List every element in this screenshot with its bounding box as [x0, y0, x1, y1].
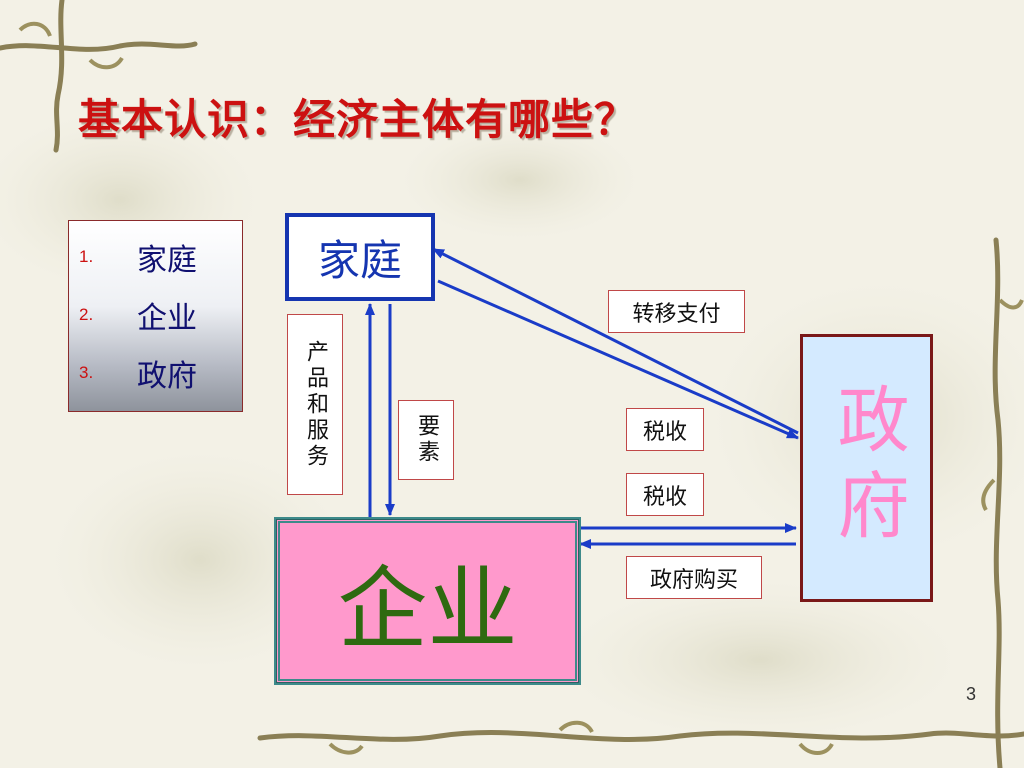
label-factors: 要素 — [398, 400, 454, 480]
list-item-number: 1. — [79, 247, 94, 266]
label-transfer-payment: 转移支付 — [608, 290, 745, 333]
list-item-text: 家庭 — [137, 243, 197, 278]
label-tax-enterprise: 税收 — [626, 473, 704, 516]
list-item: 3. 政府 — [79, 351, 239, 395]
label-tax-household: 税收 — [626, 408, 704, 451]
list-item-text: 政府 — [137, 359, 197, 394]
list-item: 2. 企业 — [79, 293, 239, 337]
slide-title: 基本认识：经济主体有哪些？ — [78, 95, 638, 144]
node-government: 政府 — [800, 334, 933, 602]
list-item-text: 企业 — [137, 301, 197, 336]
list-item-number: 2. — [79, 305, 94, 324]
node-household: 家庭 — [285, 213, 435, 301]
list-item-number: 3. — [79, 363, 94, 382]
page-number: 3 — [966, 684, 977, 704]
label-government-purchase: 政府购买 — [626, 556, 762, 599]
entity-list: 1. 家庭 2. 企业 3. 政府 — [68, 220, 243, 412]
node-enterprise: 企业 — [274, 517, 581, 685]
list-item: 1. 家庭 — [79, 235, 239, 279]
label-products-services: 产品和服务 — [287, 314, 343, 495]
